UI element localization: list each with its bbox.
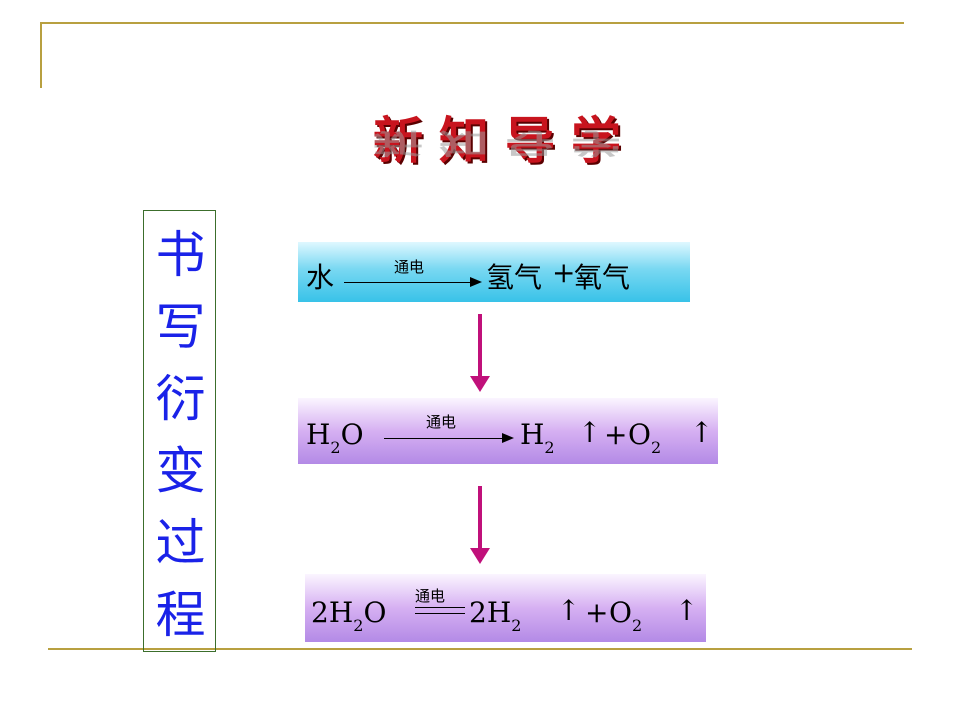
vertical-char: 衍 [155, 370, 206, 428]
reactant-water: 水 [306, 261, 335, 294]
product-formula-oxygen: O2 [628, 418, 662, 457]
reactant-formula: H2O [306, 418, 364, 457]
word-equation-box: 水 通电 氢气 + 氧气 [298, 242, 690, 302]
product-formula-hydrogen: H2 [520, 418, 555, 457]
down-arrow-icon [470, 314, 490, 394]
vertical-label-box: 书 写 衍 变 过 程 [143, 210, 216, 652]
vertical-char: 过 [155, 514, 206, 572]
vertical-label: 书 写 衍 变 过 程 [144, 219, 217, 651]
frame-top-line [40, 22, 904, 24]
product-formula-hydrogen: 2H2 [469, 596, 522, 635]
reactant-formula: 2H2O [311, 596, 387, 635]
plus-sign: + [585, 596, 609, 629]
equal-line-bottom [415, 613, 465, 614]
frame-bottom-line [48, 648, 912, 650]
balanced-equation-box: 2H2O 通电 2H2 ↑ + O2 ↑ [305, 574, 706, 642]
vertical-char: 程 [155, 586, 206, 644]
title-reflection: 新知导学 [373, 127, 637, 159]
title-text: 新知导学 [373, 112, 637, 170]
frame-left-line [40, 22, 42, 88]
condition-label: 通电 [415, 587, 446, 605]
gas-arrow-icon: ↑ [557, 594, 581, 627]
plus-sign: + [552, 256, 576, 289]
vertical-char: 书 [155, 226, 206, 284]
product-hydrogen: 氢气 [486, 261, 543, 294]
reaction-arrow-line [344, 282, 472, 283]
down-arrow-icon [470, 486, 490, 566]
product-oxygen: 氧气 [574, 261, 631, 294]
product-formula-oxygen: O2 [609, 596, 643, 635]
vertical-char: 写 [155, 298, 206, 356]
condition-label: 通电 [426, 413, 457, 431]
slide-title: 新知导学 新知导学 [340, 110, 670, 200]
plus-sign: + [604, 418, 628, 451]
gas-arrow-icon: ↑ [690, 416, 714, 449]
equal-line-top [415, 607, 465, 608]
vertical-char: 变 [155, 442, 206, 500]
reaction-arrow-head-icon [470, 277, 482, 287]
condition-label: 通电 [394, 258, 425, 276]
reaction-arrow-head-icon [502, 433, 514, 443]
gas-arrow-icon: ↑ [578, 416, 602, 449]
gas-arrow-icon: ↑ [675, 594, 699, 627]
reaction-arrow-line [384, 438, 504, 439]
symbol-equation-box: H2O 通电 H2 ↑ + O2 ↑ [298, 398, 718, 464]
